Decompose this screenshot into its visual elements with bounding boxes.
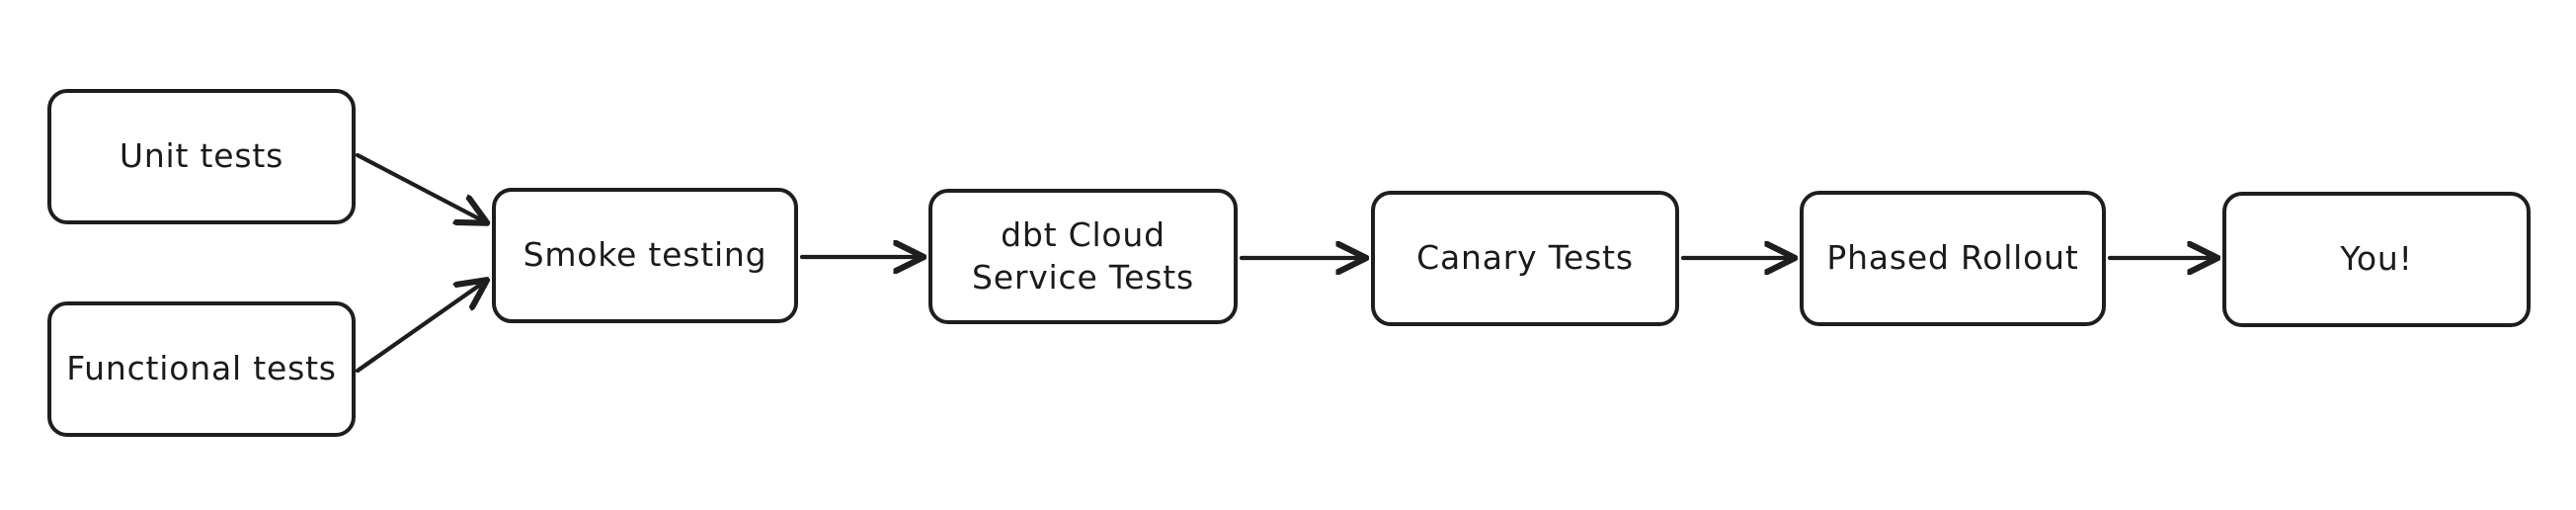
- node-label-smoke-testing: Smoke testing: [523, 235, 767, 275]
- node-label-canary-tests: Canary Tests: [1416, 238, 1634, 278]
- node-phased-rollout[interactable]: Phased Rollout: [1800, 191, 2106, 326]
- node-label-phased-rollout: Phased Rollout: [1826, 238, 2079, 278]
- edge-functional-to-smoke: [355, 281, 486, 374]
- node-label-functional-tests: Functional tests: [66, 349, 337, 388]
- node-smoke-testing[interactable]: Smoke testing: [492, 188, 798, 323]
- node-functional-tests[interactable]: Functional tests: [47, 301, 356, 437]
- node-you[interactable]: You!: [2222, 192, 2531, 327]
- node-canary-tests[interactable]: Canary Tests: [1371, 191, 1679, 326]
- node-label-unit-tests: Unit tests: [119, 136, 284, 176]
- edge-unit-to-smoke: [355, 152, 486, 222]
- node-unit-tests[interactable]: Unit tests: [47, 89, 356, 224]
- node-label-dbt-cloud-service-tests: dbt Cloud Service Tests: [971, 215, 1195, 297]
- node-label-you: You!: [2340, 239, 2413, 279]
- node-dbt-cloud-service-tests[interactable]: dbt Cloud Service Tests: [928, 189, 1238, 324]
